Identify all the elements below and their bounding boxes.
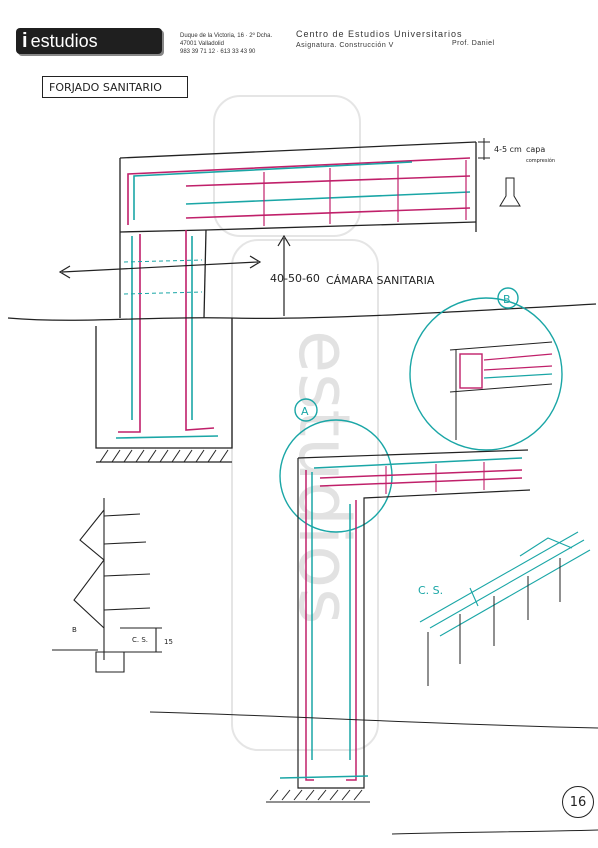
angle-b-label: B [72,626,77,634]
detail-a-callout [279,398,393,533]
detail-b-callout [409,287,563,451]
detail-a-label: A [301,405,309,418]
address-line: 983 39 71 12 · 613 33 43 90 [180,49,256,55]
dim-15: 15 [164,638,173,646]
chamber-height: 40-50-60 [270,272,320,285]
course-name: Asignatura. Construcción V [296,42,394,49]
capa-label: capa [526,145,545,154]
logo-mark: i [22,29,28,52]
watermark-shape [213,95,379,751]
page-title: FORJADO SANITARIO [42,76,188,98]
cs-label-perspective: C. S. [418,584,443,597]
company-logo: i estudios [16,28,162,54]
address-block: Duque de la Victoria, 16 · 2º Dcha. 4700… [180,32,290,56]
address-line: 47001 Valladolid [180,41,224,47]
capa-sublabel: compresión [526,157,555,164]
logo-text: estudios [30,30,98,51]
institution-name: Centro de Estudios Universitarios [296,29,463,39]
chamber-label: CÁMARA SANITARIA [326,274,435,287]
capa-thickness: 4-5 cm [494,145,522,154]
professor-name: Prof. Daniel [452,40,495,47]
cs-label-small: C. S. [132,636,148,644]
institution-header: Centro de Estudios Universitarios Asigna… [296,28,463,52]
page-number: 16 [562,786,594,818]
address-line: Duque de la Victoria, 16 · 2º Dcha. [180,33,273,39]
detail-b-label: B [503,293,511,306]
